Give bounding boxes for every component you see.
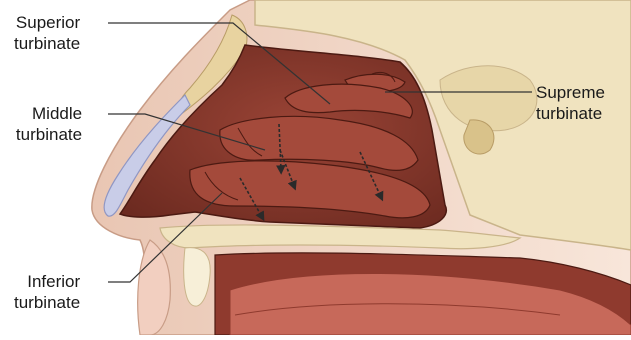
label-middle-turbinate: Middle turbinate xyxy=(14,103,82,145)
supreme-turbinate-line2: turbinate xyxy=(536,103,605,124)
middle-turbinate-line1: Middle xyxy=(14,103,82,124)
superior-turbinate-line2: turbinate xyxy=(14,33,80,54)
supreme-turbinate-line1: Supreme xyxy=(536,82,605,103)
superior-turbinate-line1: Superior xyxy=(14,12,80,33)
middle-turbinate-line2: turbinate xyxy=(14,124,82,145)
label-supreme-turbinate: Supreme turbinate xyxy=(536,82,605,124)
inferior-turbinate-line2: turbinate xyxy=(14,292,80,313)
label-inferior-turbinate: Inferior turbinate xyxy=(14,271,80,313)
label-superior-turbinate: Superior turbinate xyxy=(14,12,80,54)
inferior-turbinate-line1: Inferior xyxy=(14,271,80,292)
